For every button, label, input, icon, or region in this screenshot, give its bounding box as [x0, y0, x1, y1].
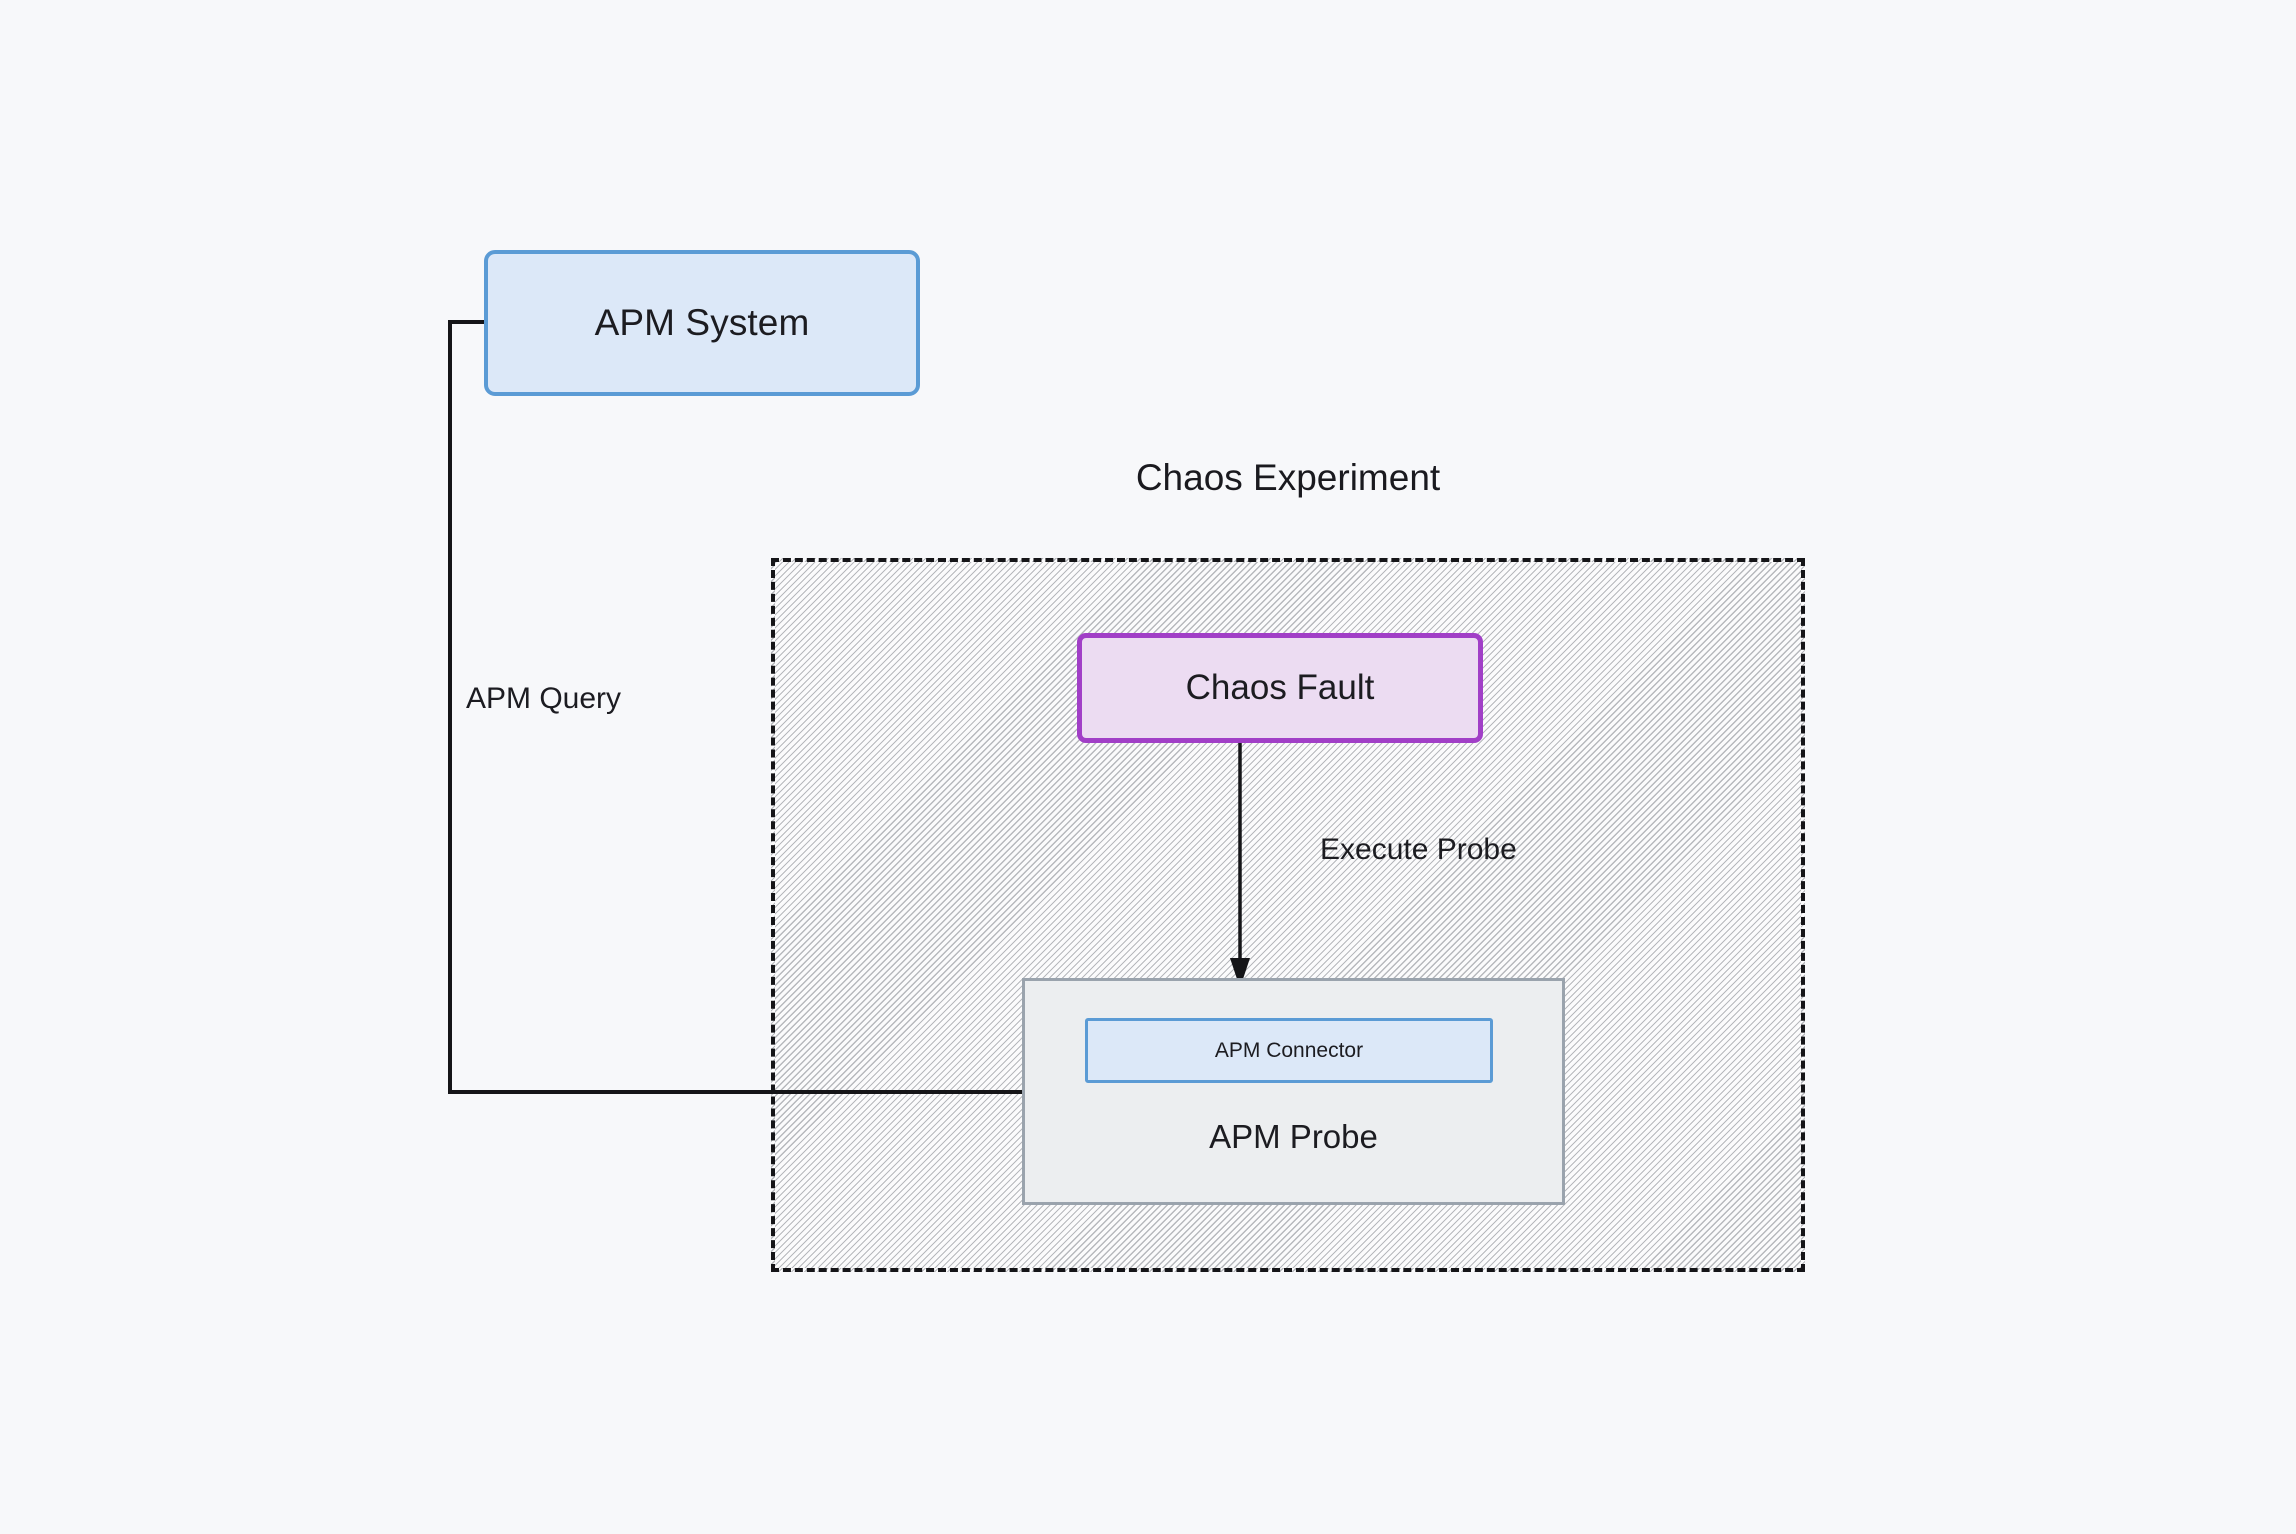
node-apm-probe[interactable]: APM Connector APM Probe: [1022, 978, 1565, 1205]
node-apm-system-label: APM System: [594, 302, 810, 343]
edge-apm-query-label: APM Query: [466, 682, 622, 715]
edge-execute-probe-label: Execute Probe: [1320, 833, 1517, 866]
node-chaos-fault[interactable]: Chaos Fault: [1077, 633, 1483, 743]
chaos-experiment-title: Chaos Experiment: [1135, 457, 1441, 498]
node-apm-connector[interactable]: APM Connector: [1085, 1018, 1493, 1083]
node-apm-connector-label: APM Connector: [1214, 1038, 1364, 1062]
node-chaos-fault-label: Chaos Fault: [1185, 668, 1375, 707]
node-apm-system[interactable]: APM System: [484, 250, 920, 396]
edge-execute-probe-arrow: [1230, 740, 1250, 988]
node-apm-probe-label: APM Probe: [1209, 1118, 1378, 1155]
